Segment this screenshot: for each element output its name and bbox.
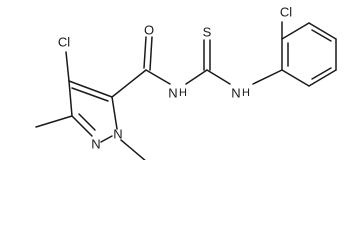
bond-n1-methyl [120,139,146,160]
atom-thiourea-h: H [242,87,250,99]
bond-co-double-a [143,36,147,69]
atom-cl-pyrazole: Cl [58,35,70,50]
bond-c5-carbonyl [111,69,147,98]
bond-c3-methyl [35,115,73,128]
bond-ar-inner-b [311,29,332,42]
bond-ar-5-6 [308,69,337,87]
atom-thio-s: S [203,25,212,40]
structure-drawing: Cl O S Cl N H N H N N [35,5,337,160]
bond-co-double-b [149,36,153,71]
bond-c4-cl [65,51,70,82]
bond-n2-n1 [100,135,113,143]
benzene-ring [281,22,337,87]
atom-cl-phenyl: Cl [280,5,292,20]
bond-c4-c3 [68,80,73,117]
bond-nh-phenyl [252,69,283,85]
bond-ar-inner-c [311,67,332,80]
bond-thiocarbonyl-nh [206,69,231,85]
bond-carbonyl-nh [145,69,171,85]
bond-ar-3-4 [308,22,337,40]
atom-pyrazole-n2: N [91,137,100,152]
bond-ar-6-1 [281,69,310,87]
atom-thiourea-n: N [231,86,240,101]
pyrazole-ring [68,80,118,143]
atom-pyrazole-n1: N [113,127,122,142]
bond-nh-thiocarbonyl [185,69,208,85]
atom-carbonyl-o: O [144,23,154,38]
molecule-diagram: Cl O S Cl N H N H N N [35,5,337,160]
bond-ar-2-3 [281,22,310,40]
atom-amide-n: N [168,86,177,101]
bond-c3-n2 [71,115,93,137]
bond-n1-c5 [111,96,118,130]
atom-amide-h: H [179,87,187,99]
bond-c4-c5 [68,80,113,98]
bond-c3-n2-inner [78,113,96,131]
bond-c4-c5-inner [71,87,109,102]
